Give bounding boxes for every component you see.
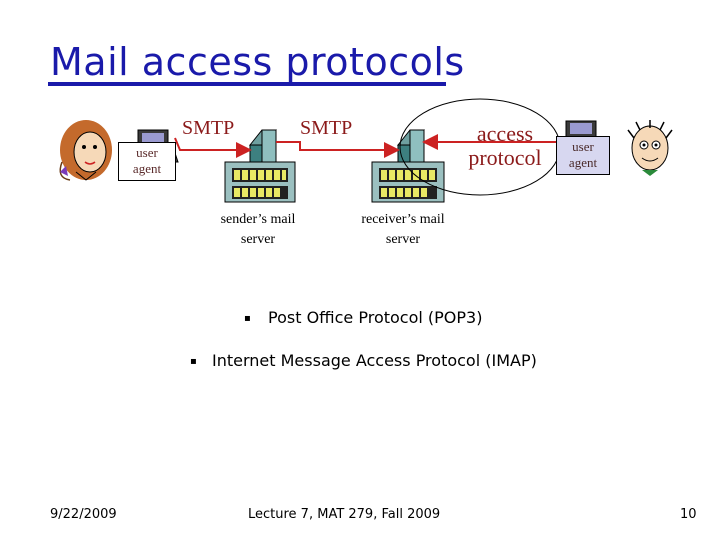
bullet-marker: ▪ [190, 356, 197, 367]
access-protocol-label: access protocol [450, 121, 560, 171]
footer-page-number: 10 [680, 507, 697, 522]
mail-diagram [59, 98, 673, 203]
bullet-pop3: Post Office Protocol (POP3) [268, 308, 483, 327]
user-agent-left-line2: agent [132, 161, 162, 177]
receiver-server-line1: receiver’s mail [361, 212, 445, 227]
man-face-icon [627, 120, 673, 176]
server-icon [371, 129, 445, 203]
user-agent-right: user agent [556, 136, 610, 175]
smtp-label: SMTP [300, 117, 353, 139]
bullet-imap: Internet Message Access Protocol (IMAP) [212, 351, 537, 370]
access-protocol-line1: access [476, 121, 534, 146]
receiver-server-line2: server [385, 232, 421, 248]
footer-date: 9/22/2009 [50, 507, 117, 522]
computer-icon [565, 120, 597, 138]
sender-server-line2: server [240, 232, 276, 248]
woman-face-icon [59, 120, 112, 181]
user-agent-right-line1: user [572, 139, 594, 154]
smtp-arrow-2 [276, 141, 400, 158]
footer-course: Lecture 7, MAT 279, Fall 2009 [248, 507, 441, 522]
server-icon [224, 129, 296, 203]
bullet-marker: ▪ [244, 313, 251, 324]
smtp-arrow-1 [174, 137, 252, 158]
title-underline [48, 82, 446, 86]
user-agent-left: user agent [118, 142, 176, 181]
smtp-label: SMTP [182, 117, 235, 139]
user-agent-right-line2: agent [568, 155, 598, 171]
receiver-server-label: receiver’s mail server [344, 210, 462, 251]
access-protocol-line2: protocol [468, 145, 542, 171]
slide-title: Mail access protocols [50, 40, 465, 84]
sender-server-label: sender’s mail server [200, 210, 316, 251]
sender-server-line1: sender’s mail [220, 212, 296, 227]
user-agent-left-line1: user [136, 145, 158, 160]
